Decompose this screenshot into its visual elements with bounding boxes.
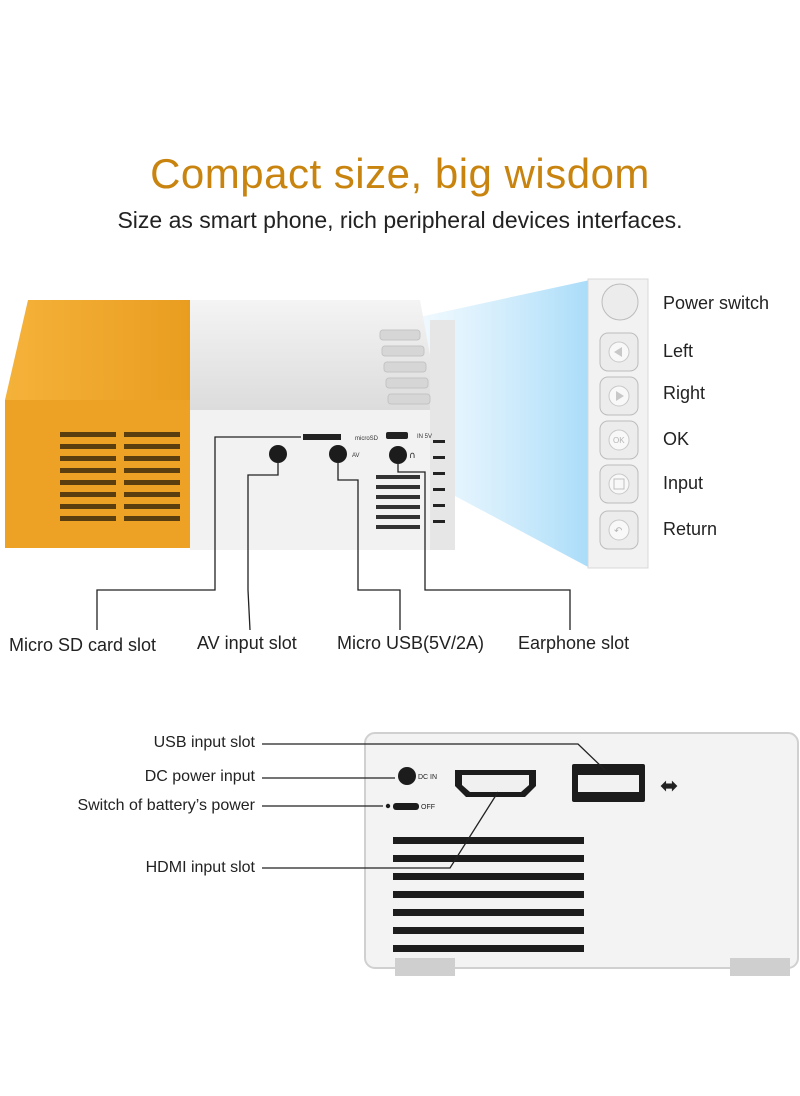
button-label-return: Return bbox=[663, 519, 718, 539]
microusb-port bbox=[386, 432, 408, 439]
usb-dot-port bbox=[389, 446, 407, 464]
battery-switch bbox=[393, 803, 419, 810]
av-mark: AV bbox=[352, 453, 360, 459]
usb-icon: ⬌ bbox=[660, 774, 678, 799]
callout-microsd: Micro SD card slot bbox=[9, 635, 157, 655]
input-source-icon bbox=[613, 478, 625, 490]
earphone-port bbox=[329, 445, 347, 463]
in5v-mark: IN 5V bbox=[417, 434, 432, 440]
callout-battery-switch: Switch of battery’s power bbox=[77, 797, 255, 814]
off-mark: OFF bbox=[421, 804, 435, 811]
button-label-left: Left bbox=[663, 341, 694, 361]
top-buttons bbox=[379, 329, 431, 405]
back-vents bbox=[393, 837, 584, 952]
triangle-left-icon bbox=[614, 347, 622, 357]
top-callout-lines bbox=[96, 436, 571, 631]
button-label-input: Input bbox=[663, 473, 704, 493]
microsd-slot bbox=[303, 434, 341, 440]
callout-av: AV input slot bbox=[197, 633, 297, 653]
button-label-power: Power switch bbox=[663, 293, 770, 313]
headphone-icon: ∩ bbox=[409, 451, 416, 461]
back-callout-lines bbox=[262, 743, 606, 869]
front-vents bbox=[376, 475, 420, 529]
microsd-mark: microSD bbox=[355, 436, 379, 442]
side-vents bbox=[60, 432, 180, 521]
av-port bbox=[269, 445, 287, 463]
return-icon: ↶ bbox=[614, 526, 622, 537]
callout-earphone: Earphone slot bbox=[518, 633, 630, 653]
projector-white-body bbox=[190, 300, 440, 410]
projection-beam bbox=[415, 280, 590, 568]
callout-hdmi: HDMI input slot bbox=[145, 859, 255, 876]
button-label-right: Right bbox=[663, 383, 706, 403]
page-title: Compact size, big wisdom bbox=[150, 150, 650, 197]
triangle-right-icon bbox=[616, 391, 624, 401]
dcin-mark: DC IN bbox=[418, 774, 437, 781]
callout-dc-power: DC power input bbox=[144, 768, 255, 785]
ok-icon: OK bbox=[613, 436, 625, 445]
button-label-ok: OK bbox=[663, 429, 690, 449]
callout-microusb: Micro USB(5V/2A) bbox=[337, 633, 485, 653]
dc-in-port bbox=[398, 767, 416, 785]
page-subtitle: Size as smart phone, rich peripheral dev… bbox=[117, 207, 683, 233]
callout-usb-input: USB input slot bbox=[153, 734, 255, 751]
